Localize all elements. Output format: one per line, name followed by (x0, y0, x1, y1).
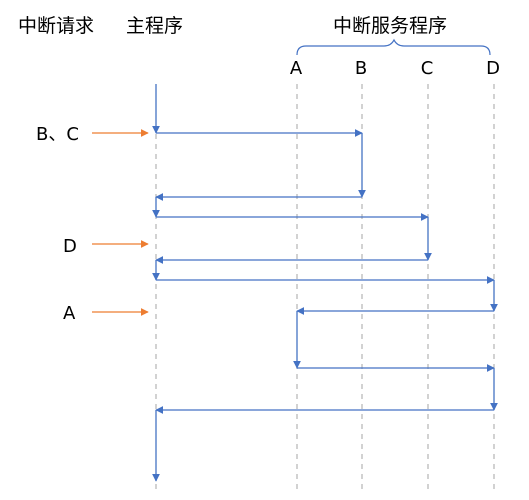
requests-header: 中断请求 (18, 15, 94, 37)
request-label-a: A (63, 303, 76, 324)
isr-column-label-b: B (355, 58, 367, 79)
main-program-header: 主程序 (126, 15, 183, 37)
isr-column-label-a: A (290, 58, 303, 79)
isr-column-label-c: C (421, 58, 434, 79)
isr-brace (296, 38, 491, 56)
isr-header: 中断服务程序 (333, 15, 447, 37)
request-label-d: D (63, 236, 77, 257)
isr-column-label-d: D (486, 58, 500, 79)
request-label-bc: B、C (36, 124, 79, 145)
